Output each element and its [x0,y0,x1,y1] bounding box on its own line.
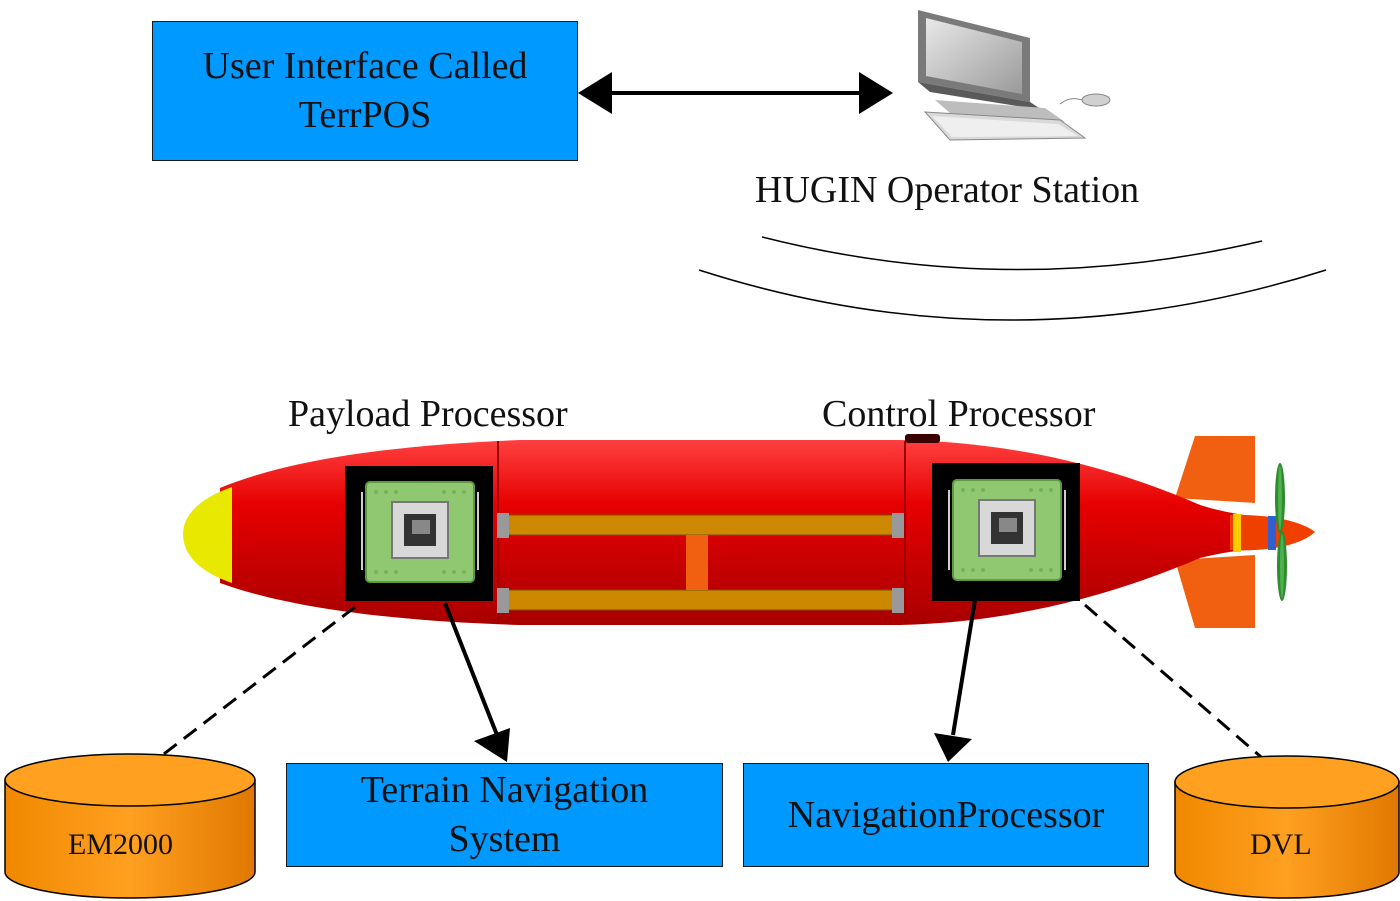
lower-fin [1175,555,1255,628]
control-to-dvl-link [1084,603,1291,784]
terrpos-line2: TerrPOS [298,94,432,136]
payload-processor-chip-icon [345,466,493,601]
terrain-navigation-box: Terrain Navigation System [286,763,723,867]
payload-processor-label: Payload Processor [288,393,568,435]
em2000-label: EM2000 [68,828,173,861]
terrain-nav-line2: System [448,818,561,860]
dvl-label: DVL [1250,828,1312,861]
terrpos-line1: User Interface Called [202,45,528,87]
em2000-cylinder [4,753,256,899]
control-processor-chip-icon [932,463,1080,601]
operator-station-label: HUGIN Operator Station [755,169,1140,211]
nose-cone [183,487,232,583]
upper-fin [1175,436,1255,503]
terrpos-station-link [578,72,893,114]
navigation-processor-box: NavigationProcessor [743,763,1149,867]
payload-to-em2000-link [129,605,356,782]
terrain-nav-line1: Terrain Navigation [360,769,649,811]
computer-icon [918,10,1111,141]
nav-processor-label: NavigationProcessor [787,793,1105,836]
dvl-cylinder [1174,755,1400,899]
control-processor-label: Control Processor [822,393,1096,435]
payload-to-terrain-nav-arrow [443,602,510,762]
wireless-signal [698,236,1327,321]
terrpos-ui-box: User Interface Called TerrPOS [152,21,578,161]
control-to-nav-processor-arrow [934,599,977,762]
propeller [1275,463,1287,601]
